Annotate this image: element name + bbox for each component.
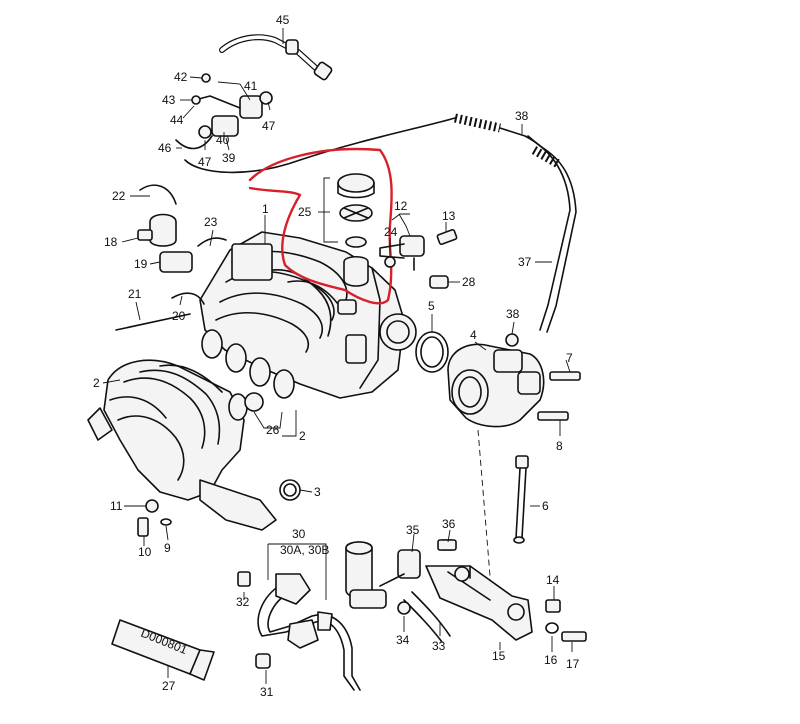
solenoid-valve-18-19 — [137, 184, 227, 273]
callout-25: 25 — [298, 205, 312, 219]
intake-manifold-lower — [87, 359, 301, 531]
callout-43: 43 — [162, 93, 176, 107]
callout-1: 1 — [262, 202, 269, 216]
nut-31 — [255, 653, 271, 669]
bolt-10 — [137, 517, 149, 537]
egr-pipe-30 — [257, 573, 361, 691]
vacuum-line-to-37 — [184, 113, 577, 333]
callout-10: 10 — [138, 545, 152, 559]
callout-21: 21 — [128, 287, 142, 301]
bolt-17 — [561, 631, 587, 642]
callout-34: 34 — [396, 633, 410, 647]
callout-42: 42 — [174, 70, 188, 84]
callout-6: 6 — [542, 499, 549, 513]
clamp-34 — [397, 601, 411, 615]
callout-46: 46 — [158, 141, 172, 155]
callout-38-mid: 38 — [506, 307, 520, 321]
callout-47-top: 47 — [262, 119, 276, 133]
callout-5: 5 — [428, 299, 435, 313]
callout-17: 17 — [566, 657, 580, 671]
stud-28 — [429, 275, 449, 289]
callout-12: 12 — [394, 199, 408, 213]
rod-21 — [115, 313, 191, 331]
callout-8: 8 — [556, 439, 563, 453]
callout-11: 11 — [110, 499, 123, 513]
bolt-14 — [545, 599, 561, 613]
callout-30: 30 — [292, 527, 306, 541]
hose-33 — [411, 591, 451, 637]
callout-9: 9 — [164, 541, 171, 555]
washer-9 — [160, 518, 172, 526]
callout-36: 36 — [442, 517, 456, 531]
callout-47-left: 47 — [198, 155, 212, 169]
callout-40: 40 — [216, 133, 230, 147]
callout-19: 19 — [134, 257, 148, 271]
egr-valve-35 — [345, 541, 421, 609]
callout-41: 41 — [244, 79, 258, 93]
callout-32: 32 — [236, 595, 250, 609]
callout-13: 13 — [442, 209, 456, 223]
clip-20 — [171, 292, 205, 305]
callout-31: 31 — [260, 685, 274, 699]
nut-11 — [145, 499, 159, 513]
callout-4: 4 — [470, 328, 477, 342]
callout-27: 27 — [162, 679, 176, 693]
callout-20: 20 — [172, 309, 186, 323]
throttle-body-4 — [447, 333, 545, 428]
sensor-12 — [379, 228, 458, 271]
callout-44: 44 — [170, 113, 184, 127]
callout-7: 7 — [566, 351, 573, 365]
callout-33: 33 — [432, 639, 446, 653]
support-6 — [513, 455, 529, 544]
bolt-36 — [437, 539, 457, 551]
callout-18: 18 — [104, 235, 118, 249]
sealant-tube-27: D000801 — [111, 619, 215, 681]
callout-37: 37 — [518, 255, 532, 269]
callout-24: 24 — [384, 225, 398, 239]
callout-14: 14 — [546, 573, 560, 587]
callout-45: 45 — [276, 13, 290, 27]
callout-35: 35 — [406, 523, 420, 537]
callout-2-left: 2 — [93, 376, 100, 390]
bolt-7 — [549, 371, 581, 381]
callout-38-top: 38 — [515, 109, 529, 123]
callout-16: 16 — [544, 653, 558, 667]
callout-23: 23 — [204, 215, 218, 229]
callout-30A-30B: 30A, 30B — [280, 543, 329, 557]
callout-15: 15 — [492, 649, 506, 663]
callout-22: 22 — [112, 189, 126, 203]
callout-39: 39 — [222, 151, 236, 165]
vacuum-hose-45 — [219, 34, 333, 81]
dashed-guide-throttle — [477, 429, 493, 601]
highlight-outline — [248, 147, 393, 305]
callout-26: 26 — [266, 423, 280, 437]
callout-3: 3 — [314, 485, 321, 499]
bolt-32 — [237, 571, 251, 587]
callout-numbers: 45 42 41 43 44 47 40 46 47 39 38 22 25 1… — [93, 13, 580, 699]
washer-16 — [545, 622, 559, 634]
leader-lines — [102, 28, 573, 684]
oil-filler-cap-25 — [337, 173, 375, 287]
callout-2-right: 2 — [299, 429, 306, 443]
callout-28: 28 — [462, 275, 476, 289]
bolt-8 — [537, 411, 569, 421]
